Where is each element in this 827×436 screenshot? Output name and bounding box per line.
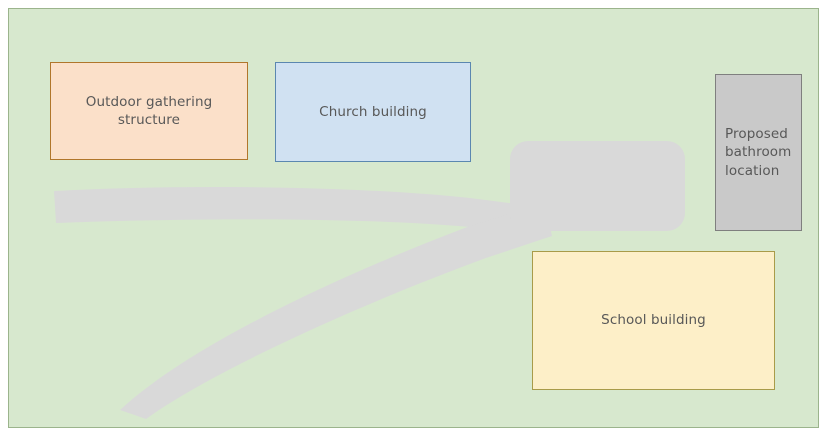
zone-church-building[interactable]: Church building bbox=[275, 62, 471, 162]
zone-label: School building bbox=[601, 312, 706, 329]
zone-label: Outdoor gathering structure bbox=[85, 93, 213, 128]
zone-label: Proposed bathroom location bbox=[725, 126, 792, 179]
zone-school-building[interactable]: School building bbox=[532, 251, 775, 390]
zone-label: Church building bbox=[319, 103, 427, 120]
zone-outdoor-gathering-structure[interactable]: Outdoor gathering structure bbox=[50, 62, 248, 160]
zone-proposed-bathroom-location[interactable]: Proposed bathroom location bbox=[715, 74, 802, 231]
